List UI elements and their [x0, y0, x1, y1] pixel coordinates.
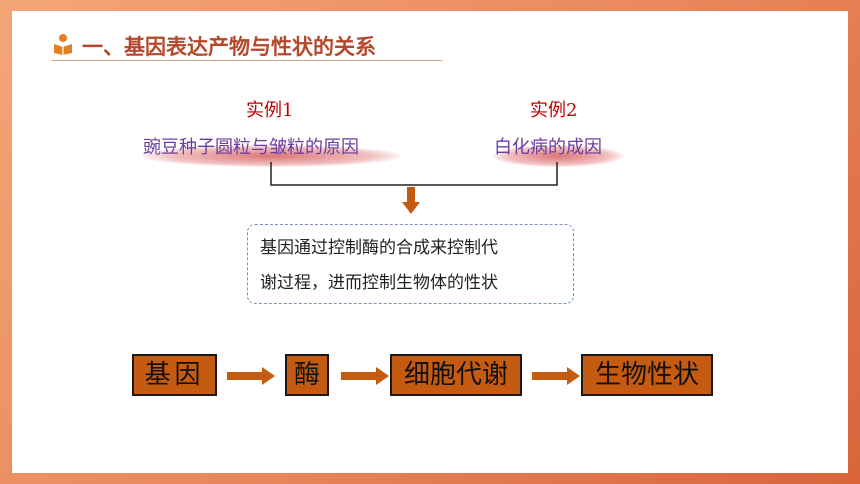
right-arrow-icon — [341, 367, 389, 385]
chain-step-gene: 基因 — [132, 354, 217, 396]
example-2-label: 实例2 — [530, 100, 578, 121]
down-arrow-icon — [402, 187, 420, 214]
summary-line-2: 谢过程，进而控制生物体的性状 — [260, 273, 498, 293]
example-1-highlight — [143, 145, 400, 167]
reading-person-icon — [54, 34, 72, 55]
example-2-text: 白化病的成因 — [494, 137, 602, 158]
section-header: 一、基因表达产物与性状的关系 — [52, 30, 442, 61]
chain-step-enzyme: 酶 — [285, 354, 329, 396]
summary-line-1: 基因通过控制酶的合成来控制代 — [260, 238, 498, 258]
example-1-text: 豌豆种子圆粒与皱粒的原因 — [143, 137, 359, 158]
right-arrow-icon — [532, 367, 580, 385]
right-arrow-icon — [227, 367, 275, 385]
chain-step-trait: 生物性状 — [581, 354, 713, 396]
summary-box: 基因通过控制酶的合成来控制代 谢过程，进而控制生物体的性状 — [247, 224, 574, 304]
chain-step-metabolism: 细胞代谢 — [390, 354, 522, 396]
section-title: 一、基因表达产物与性状的关系 — [82, 35, 376, 59]
example-1-label: 实例1 — [246, 100, 294, 121]
example-2-highlight — [493, 145, 623, 167]
